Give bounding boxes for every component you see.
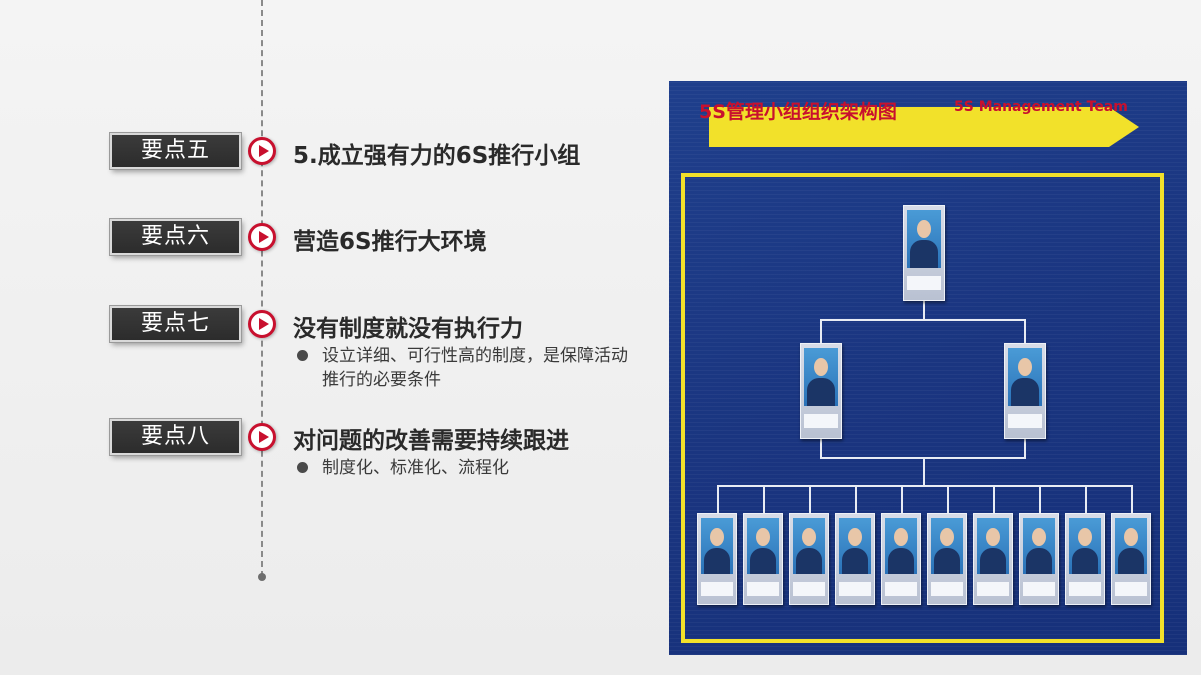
play-icon	[248, 137, 276, 165]
timeline-end-dot	[258, 573, 266, 581]
bullet-dot	[297, 350, 308, 361]
play-icon	[248, 310, 276, 338]
connector-line	[809, 485, 811, 515]
connector-line	[923, 299, 925, 321]
point-8-bullet-text: 制度化、标准化、流程化	[322, 458, 509, 478]
point-label-7: 要点七	[110, 306, 241, 342]
point-heading-5: 5.成立强有力的6S推行小组	[293, 143, 581, 169]
timeline-line	[261, 0, 263, 577]
connector-line	[820, 319, 822, 345]
connector-line	[901, 485, 903, 515]
connector-line	[923, 457, 925, 487]
connector-line	[717, 485, 719, 515]
member-card	[927, 513, 967, 605]
member-card	[1111, 513, 1151, 605]
member-card	[881, 513, 921, 605]
banner-arrow	[709, 107, 1139, 147]
connector-line	[947, 485, 949, 515]
member-card	[835, 513, 875, 605]
point-label-5: 要点五	[110, 133, 241, 169]
member-card	[697, 513, 737, 605]
member-card	[789, 513, 829, 605]
connector-line	[763, 485, 765, 515]
member-card	[800, 343, 842, 439]
bullet-dot	[297, 462, 308, 473]
banner-subtitle: 5S Management Team	[954, 99, 1128, 115]
connector-line	[993, 485, 995, 515]
connector-line	[855, 485, 857, 515]
point-label-8: 要点八	[110, 419, 241, 455]
connector-line	[820, 319, 1026, 321]
member-card	[743, 513, 783, 605]
connector-line	[1131, 485, 1133, 515]
org-chart-photo: 5S管理小组组织架构图 5S Management Team	[669, 81, 1187, 655]
point-heading-7: 没有制度就没有执行力	[293, 316, 523, 342]
point-7-bullet-text: 设立详细、可行性高的制度，是保障活动推行的必要条件	[322, 346, 628, 390]
connector-line	[1085, 485, 1087, 515]
member-card	[1065, 513, 1105, 605]
connector-line	[1039, 485, 1041, 515]
connector-line	[820, 437, 822, 459]
point-heading-6: 营造6S推行大环境	[293, 229, 487, 255]
connector-line	[1024, 319, 1026, 345]
chart-frame	[681, 173, 1164, 643]
member-card	[903, 205, 945, 301]
play-icon	[248, 223, 276, 251]
member-card	[1019, 513, 1059, 605]
play-icon	[248, 423, 276, 451]
connector-line	[717, 485, 1133, 487]
member-card	[973, 513, 1013, 605]
member-card	[1004, 343, 1046, 439]
banner-title: 5S管理小组组织架构图	[699, 101, 897, 123]
point-heading-8: 对问题的改善需要持续跟进	[293, 428, 569, 454]
connector-line	[1024, 437, 1026, 459]
point-label-6: 要点六	[110, 219, 241, 255]
